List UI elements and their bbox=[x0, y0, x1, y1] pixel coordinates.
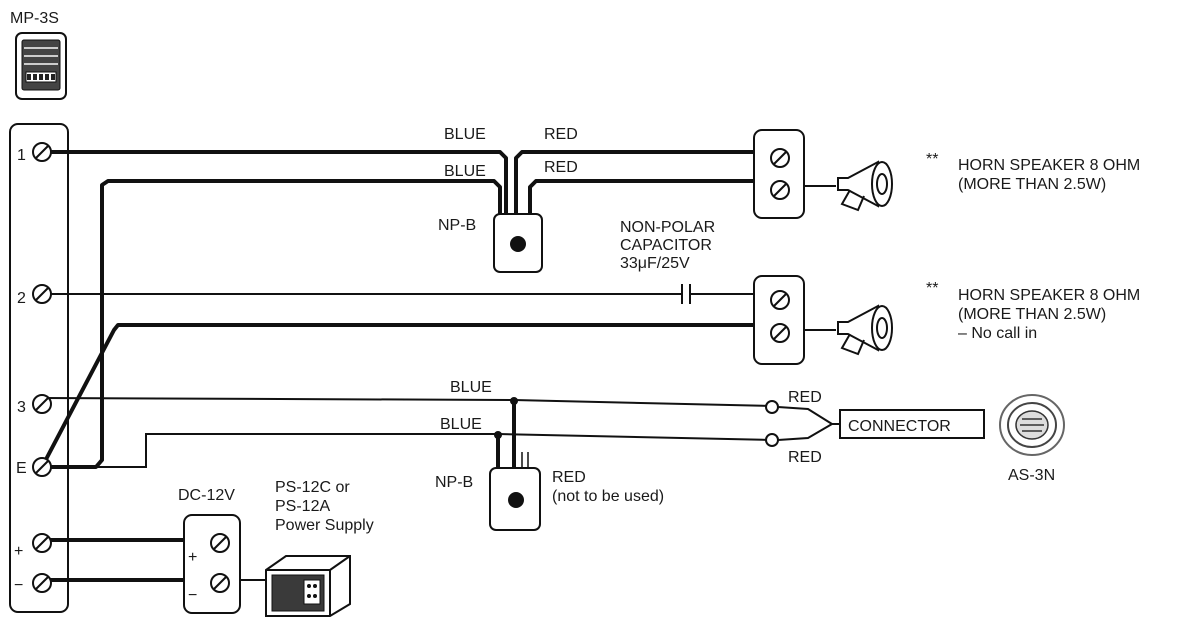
capacitor-label-line1: NON-POLAR bbox=[620, 219, 715, 236]
np-b-top-label: NP-B bbox=[438, 217, 476, 234]
terminal-strip bbox=[9, 123, 69, 613]
horn-speaker-icon bbox=[837, 160, 893, 212]
power-label-line3: Power Supply bbox=[275, 517, 374, 534]
terminal-label-minus: − bbox=[14, 577, 23, 594]
speaker-2-marker: ** bbox=[926, 280, 938, 297]
np-b-bottom-screw bbox=[508, 492, 524, 508]
speaker-2-line1: HORN SPEAKER 8 OHM bbox=[958, 287, 1140, 304]
power-supply-icon bbox=[265, 555, 351, 617]
amplifier-model-label: MP-3S bbox=[10, 10, 59, 27]
connector-box bbox=[839, 409, 985, 439]
red-not-used-line2: (not to be used) bbox=[552, 488, 664, 505]
speaker-1-marker: ** bbox=[926, 151, 938, 168]
speaker-1-line2: (MORE THAN 2.5W) bbox=[958, 176, 1106, 193]
connector-label: CONNECTOR bbox=[848, 418, 951, 435]
terminal-label-e: E bbox=[16, 460, 27, 477]
terminal-label-plus: + bbox=[14, 543, 23, 560]
as-3n-icon bbox=[999, 394, 1065, 456]
power-label-line1: PS-12C or bbox=[275, 479, 350, 496]
capacitor-label-line2: CAPACITOR bbox=[620, 237, 712, 254]
capacitor-label-line3: 33μF/25V bbox=[620, 255, 690, 272]
red-label-3: RED bbox=[788, 389, 822, 406]
speaker-2-terminal-block bbox=[753, 275, 805, 365]
dc-minus-label: − bbox=[188, 587, 197, 604]
terminal-label-3: 3 bbox=[17, 399, 26, 416]
horn-speaker-icon bbox=[837, 304, 893, 356]
dc-12v-label: DC-12V bbox=[178, 487, 235, 504]
red-not-used-line1: RED bbox=[552, 469, 586, 486]
blue-label-4: BLUE bbox=[440, 416, 482, 433]
speaker-2-line2: (MORE THAN 2.5W) bbox=[958, 306, 1106, 323]
np-b-top-screw bbox=[510, 236, 526, 252]
dc-plus-label: + bbox=[188, 549, 197, 566]
terminal-label-2: 2 bbox=[17, 290, 26, 307]
red-label-2: RED bbox=[544, 159, 578, 176]
speaker-1-line1: HORN SPEAKER 8 OHM bbox=[958, 157, 1140, 174]
speaker-1-terminal-block bbox=[753, 129, 805, 219]
terminal-label-1: 1 bbox=[17, 147, 26, 164]
blue-label-1: BLUE bbox=[444, 126, 486, 143]
power-label-line2: PS-12A bbox=[275, 498, 330, 515]
wires bbox=[40, 150, 782, 582]
mp-3s-device bbox=[15, 32, 67, 100]
red-label-1: RED bbox=[544, 126, 578, 143]
terminal-screws bbox=[32, 142, 52, 593]
blue-label-2: BLUE bbox=[444, 163, 486, 180]
red-label-4: RED bbox=[788, 449, 822, 466]
as-3n-label: AS-3N bbox=[1008, 467, 1055, 484]
speaker-2-line3: – No call in bbox=[958, 325, 1037, 342]
blue-label-3: BLUE bbox=[450, 379, 492, 396]
np-b-bottom-label: NP-B bbox=[435, 474, 473, 491]
